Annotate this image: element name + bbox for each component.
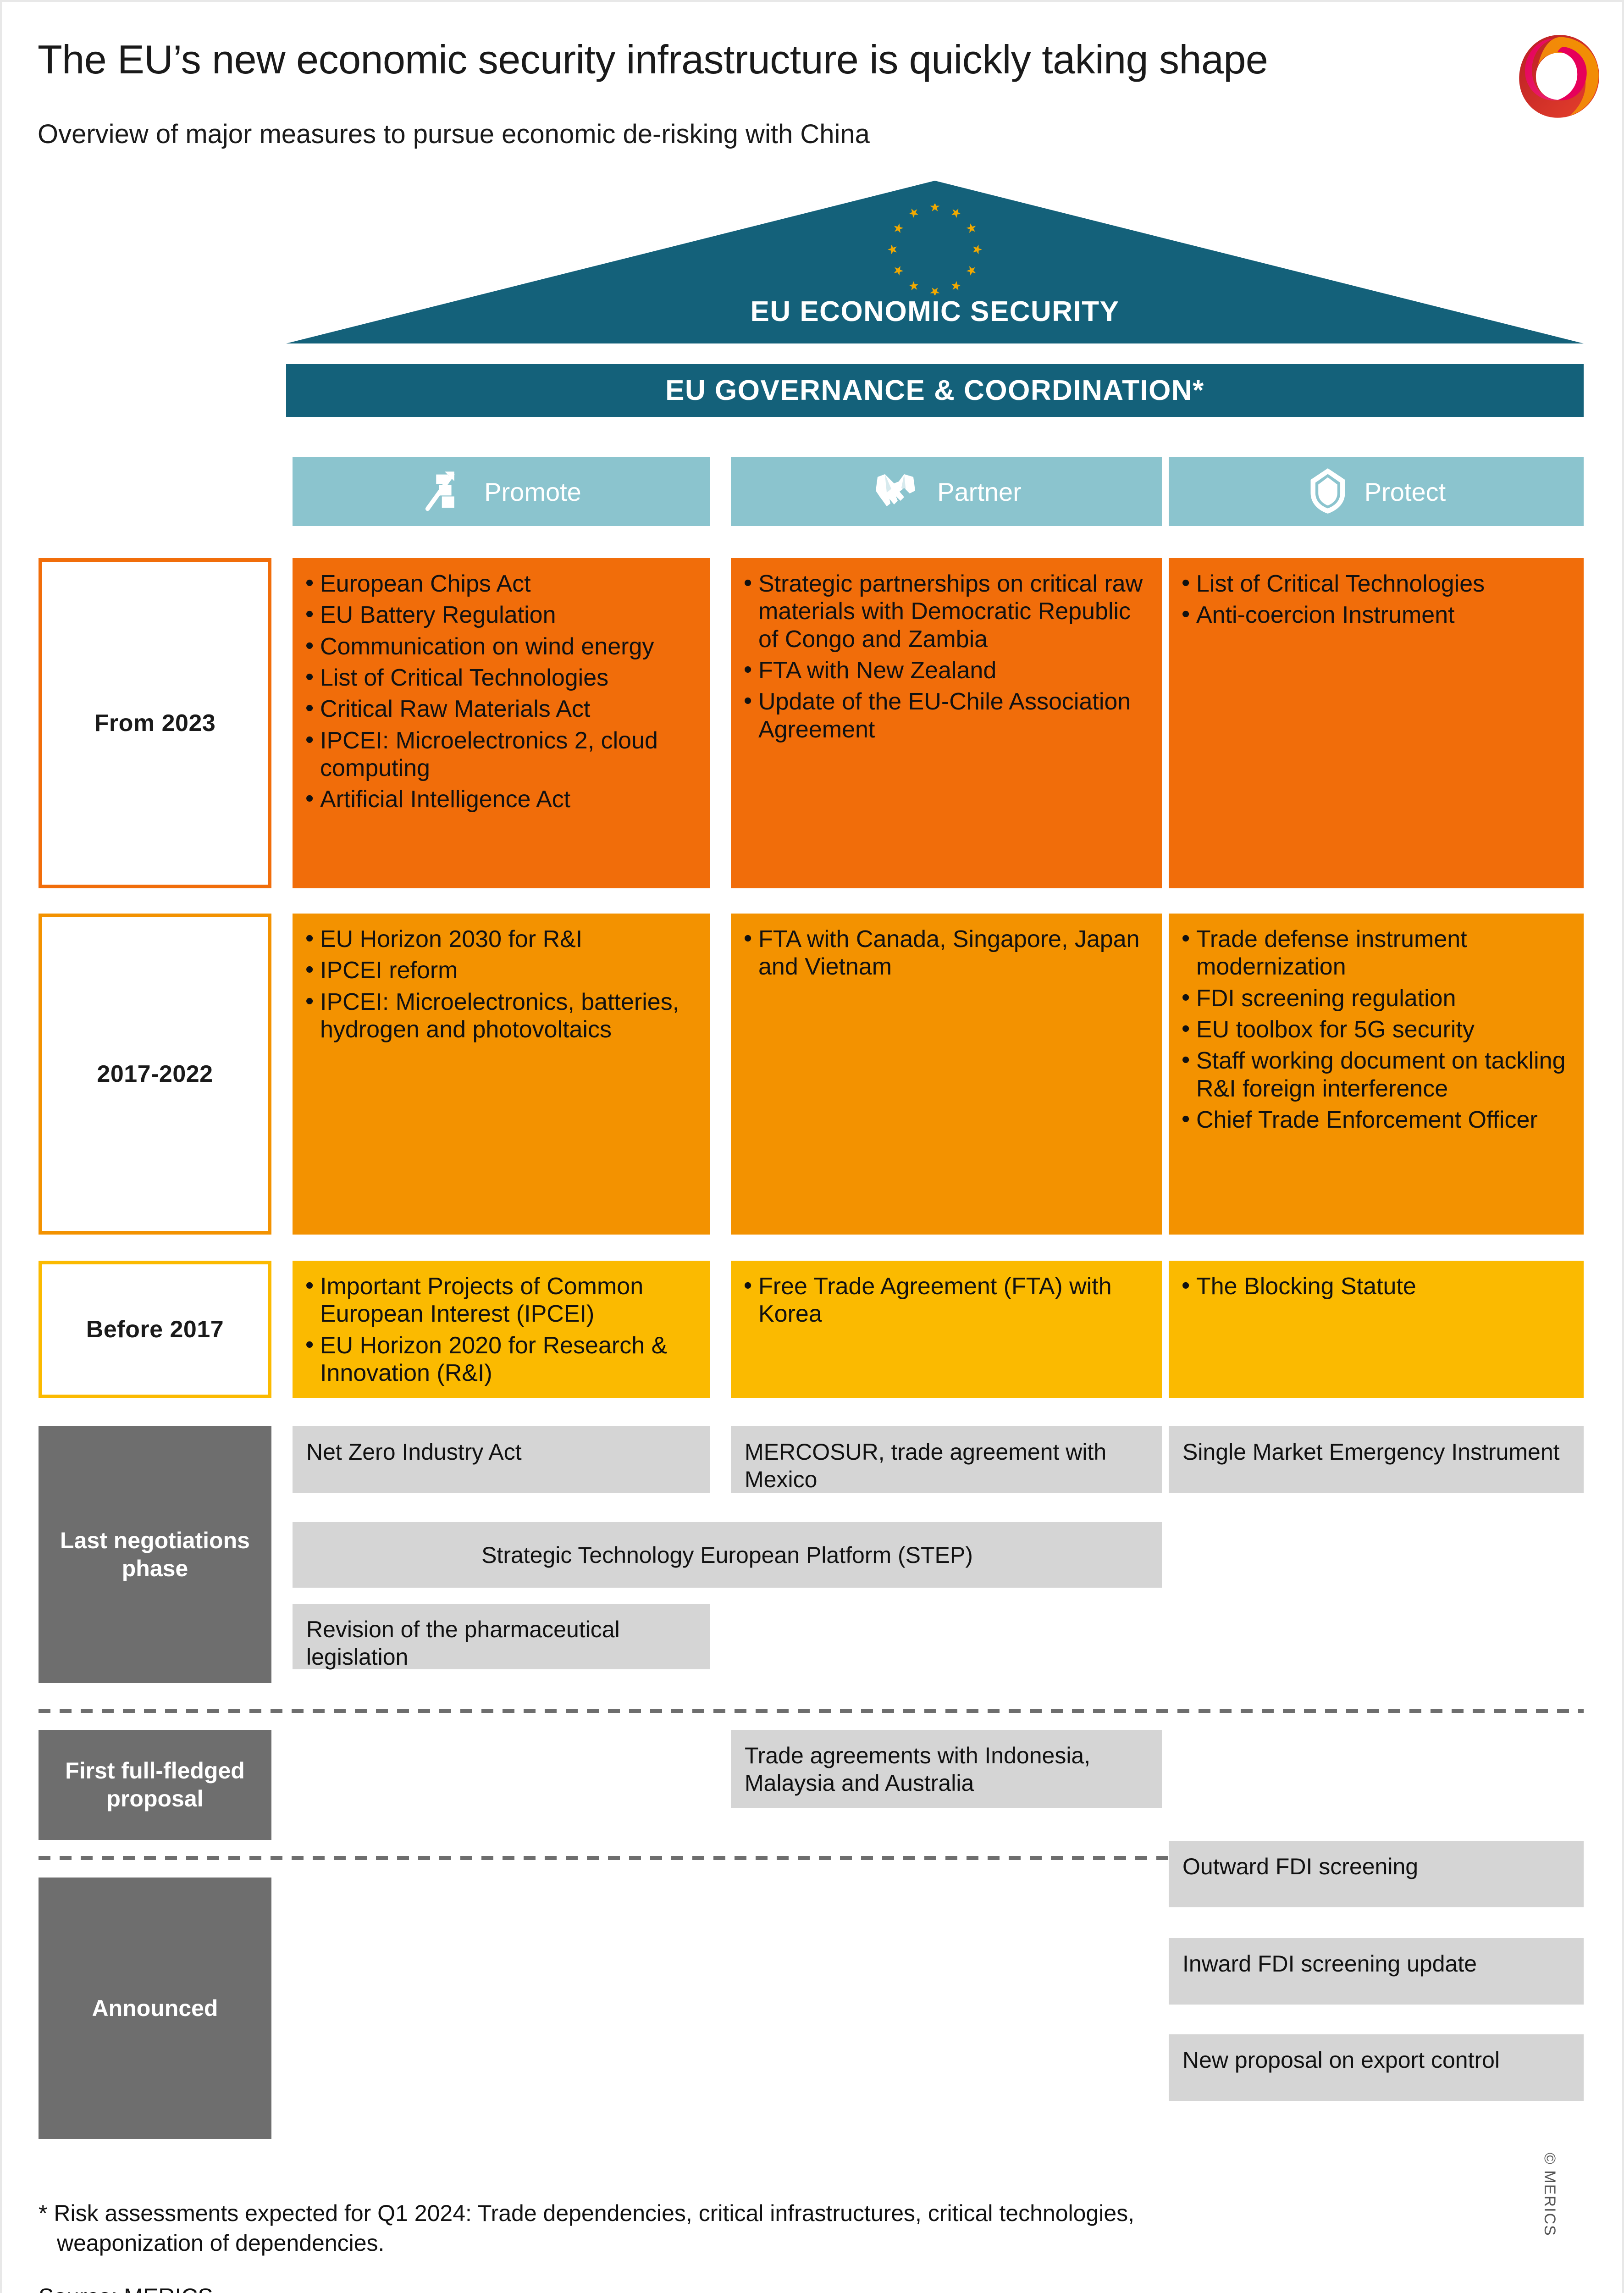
phase-label-announced: Announced: [39, 1878, 271, 2139]
list-item: The Blocking Statute: [1181, 1272, 1570, 1300]
list-item: EU Battery Regulation: [304, 600, 696, 629]
list-item: FTA with Canada, Singapore, Japan and Vi…: [743, 925, 1148, 981]
cell-2017-2022-protect: Trade defense instrument modernization F…: [1169, 914, 1584, 1235]
list-item: EU toolbox for 5G security: [1181, 1015, 1570, 1043]
gbox-pharma-revision: Revision of the pharmaceutical legislati…: [293, 1604, 710, 1670]
gbox-text: Inward FDI screening update: [1182, 1951, 1477, 1977]
pillar-header-partner[interactable]: Partner: [731, 457, 1162, 526]
phase-label-text: Last negotiations phase: [60, 1528, 250, 1581]
shield-icon: [1307, 467, 1349, 517]
handshake-icon: [871, 467, 922, 517]
cell-from2023-promote: European Chips Act EU Battery Regulation…: [293, 558, 710, 888]
cell-from2023-partner: Strategic partnerships on critical raw m…: [731, 558, 1162, 888]
list-item: List of Critical Technologies: [1181, 569, 1570, 598]
footnote: * Risk assessments expected for Q1 2024:…: [39, 2199, 1483, 2258]
cell-2017-2022-promote: EU Horizon 2030 for R&I IPCEI reform IPC…: [293, 914, 710, 1235]
cell-2017-2022-partner: FTA with Canada, Singapore, Japan and Vi…: [731, 914, 1162, 1235]
list-item: Free Trade Agreement (FTA) with Korea: [743, 1272, 1148, 1328]
list-item: Important Projects of Common European In…: [304, 1272, 696, 1328]
gbox-text: MERCOSUR, trade agreement with Mexico: [745, 1439, 1107, 1492]
governance-bar: EU GOVERNANCE & COORDINATION*: [286, 364, 1584, 417]
gbox-text: Trade agreements with Indonesia, Malaysi…: [745, 1743, 1091, 1796]
gbox-text: Outward FDI screening: [1182, 1854, 1419, 1879]
phase-label-last-negotiations: Last negotiations phase: [39, 1426, 271, 1683]
cell-before2017-promote: Important Projects of Common European In…: [293, 1261, 710, 1398]
list-item: IPCEI: Microelectronics, batteries, hydr…: [304, 987, 696, 1044]
list-item: Communication on wind energy: [304, 632, 696, 660]
gbox-outward-fdi-screening: Outward FDI screening: [1169, 1841, 1584, 1907]
list-item: List of Critical Technologies: [304, 663, 696, 692]
cell-from2023-protect: List of Critical Technologies Anti-coerc…: [1169, 558, 1584, 888]
roof-label: EU ECONOMIC SECURITY: [750, 296, 1120, 327]
phase-label-text: Announced: [92, 1995, 218, 2021]
phase-label-text: First full-fledged proposal: [65, 1758, 245, 1811]
footnote-line-1: * Risk assessments expected for Q1 2024:…: [39, 2200, 1135, 2226]
list-item: Update of the EU-Chile Association Agree…: [743, 687, 1148, 743]
pillar-label: Protect: [1364, 477, 1446, 506]
gbox-text: New proposal on export control: [1182, 2047, 1500, 2073]
gbox-inward-fdi-screening: Inward FDI screening update: [1169, 1938, 1584, 2005]
page-subtitle: Overview of major measures to pursue eco…: [38, 119, 870, 149]
source-note: Source: MERICS: [39, 2283, 213, 2293]
gbox-text: Revision of the pharmaceutical legislati…: [306, 1617, 620, 1670]
list-item: Artificial Intelligence Act: [304, 785, 696, 813]
period-label-from-2023: From 2023: [39, 558, 271, 888]
roof-triangle: [286, 181, 1584, 343]
list-item: Anti-coercion Instrument: [1181, 600, 1570, 629]
gbox-step: Strategic Technology European Platform (…: [293, 1522, 1162, 1588]
cell-before2017-partner: Free Trade Agreement (FTA) with Korea: [731, 1261, 1162, 1398]
phase-divider-2: [39, 1856, 1584, 1860]
list-item: EU Horizon 2020 for Research & Innovatio…: [304, 1331, 696, 1387]
eu-stars-icon: [857, 202, 1013, 297]
list-item: IPCEI: Microelectronics 2, cloud computi…: [304, 726, 696, 782]
pillar-header-promote[interactable]: Promote: [293, 457, 710, 526]
list-item: FTA with New Zealand: [743, 656, 1148, 684]
period-label-text: 2017‑2022: [97, 1061, 213, 1087]
growth-chart-arrow-icon: [421, 467, 469, 517]
gbox-mercosur: MERCOSUR, trade agreement with Mexico: [731, 1426, 1162, 1493]
pillar-label: Partner: [937, 477, 1022, 506]
gbox-text: Single Market Emergency Instrument: [1182, 1439, 1560, 1465]
period-label-before-2017: Before 2017: [39, 1261, 271, 1398]
list-item: Chief Trade Enforcement Officer: [1181, 1105, 1570, 1134]
page-title: The EU’s new economic security infrastru…: [38, 37, 1268, 82]
list-item: Trade defense instrument modernization: [1181, 925, 1570, 981]
list-item: Critical Raw Materials Act: [304, 694, 696, 723]
list-item: Staff working document on tackling R&I f…: [1181, 1046, 1570, 1102]
gbox-net-zero-industry-act: Net Zero Industry Act: [293, 1426, 710, 1493]
phase-label-first-full-fledged: First full-fledged proposal: [39, 1730, 271, 1840]
gbox-text: Strategic Technology European Platform (…: [481, 1542, 973, 1568]
list-item: EU Horizon 2030 for R&I: [304, 925, 696, 953]
period-label-text: Before 2017: [86, 1316, 224, 1343]
list-item: Strategic partnerships on critical raw m…: [743, 569, 1148, 653]
pillar-label: Promote: [484, 477, 581, 506]
gbox-export-control-proposal: New proposal on export control: [1169, 2034, 1584, 2101]
copyright-note: © MERICS: [1541, 2153, 1558, 2237]
pillar-header-protect[interactable]: Protect: [1169, 457, 1584, 526]
footnote-line-2: weaponization of dependencies.: [57, 2230, 385, 2256]
phase-divider-1: [39, 1709, 1584, 1713]
period-label-text: From 2023: [94, 710, 216, 737]
governance-label: EU GOVERNANCE & COORDINATION*: [665, 375, 1204, 406]
list-item: European Chips Act: [304, 569, 696, 598]
cell-before2017-protect: The Blocking Statute: [1169, 1261, 1584, 1398]
gbox-single-market-emergency: Single Market Emergency Instrument: [1169, 1426, 1584, 1493]
gbox-text: Net Zero Industry Act: [306, 1439, 522, 1465]
merics-logo: [1510, 27, 1609, 126]
list-item: FDI screening regulation: [1181, 984, 1570, 1012]
list-item: IPCEI reform: [304, 956, 696, 984]
gbox-trade-agreements-asia: Trade agreements with Indonesia, Malaysi…: [731, 1730, 1162, 1808]
period-label-2017-2022: 2017‑2022: [39, 914, 271, 1235]
